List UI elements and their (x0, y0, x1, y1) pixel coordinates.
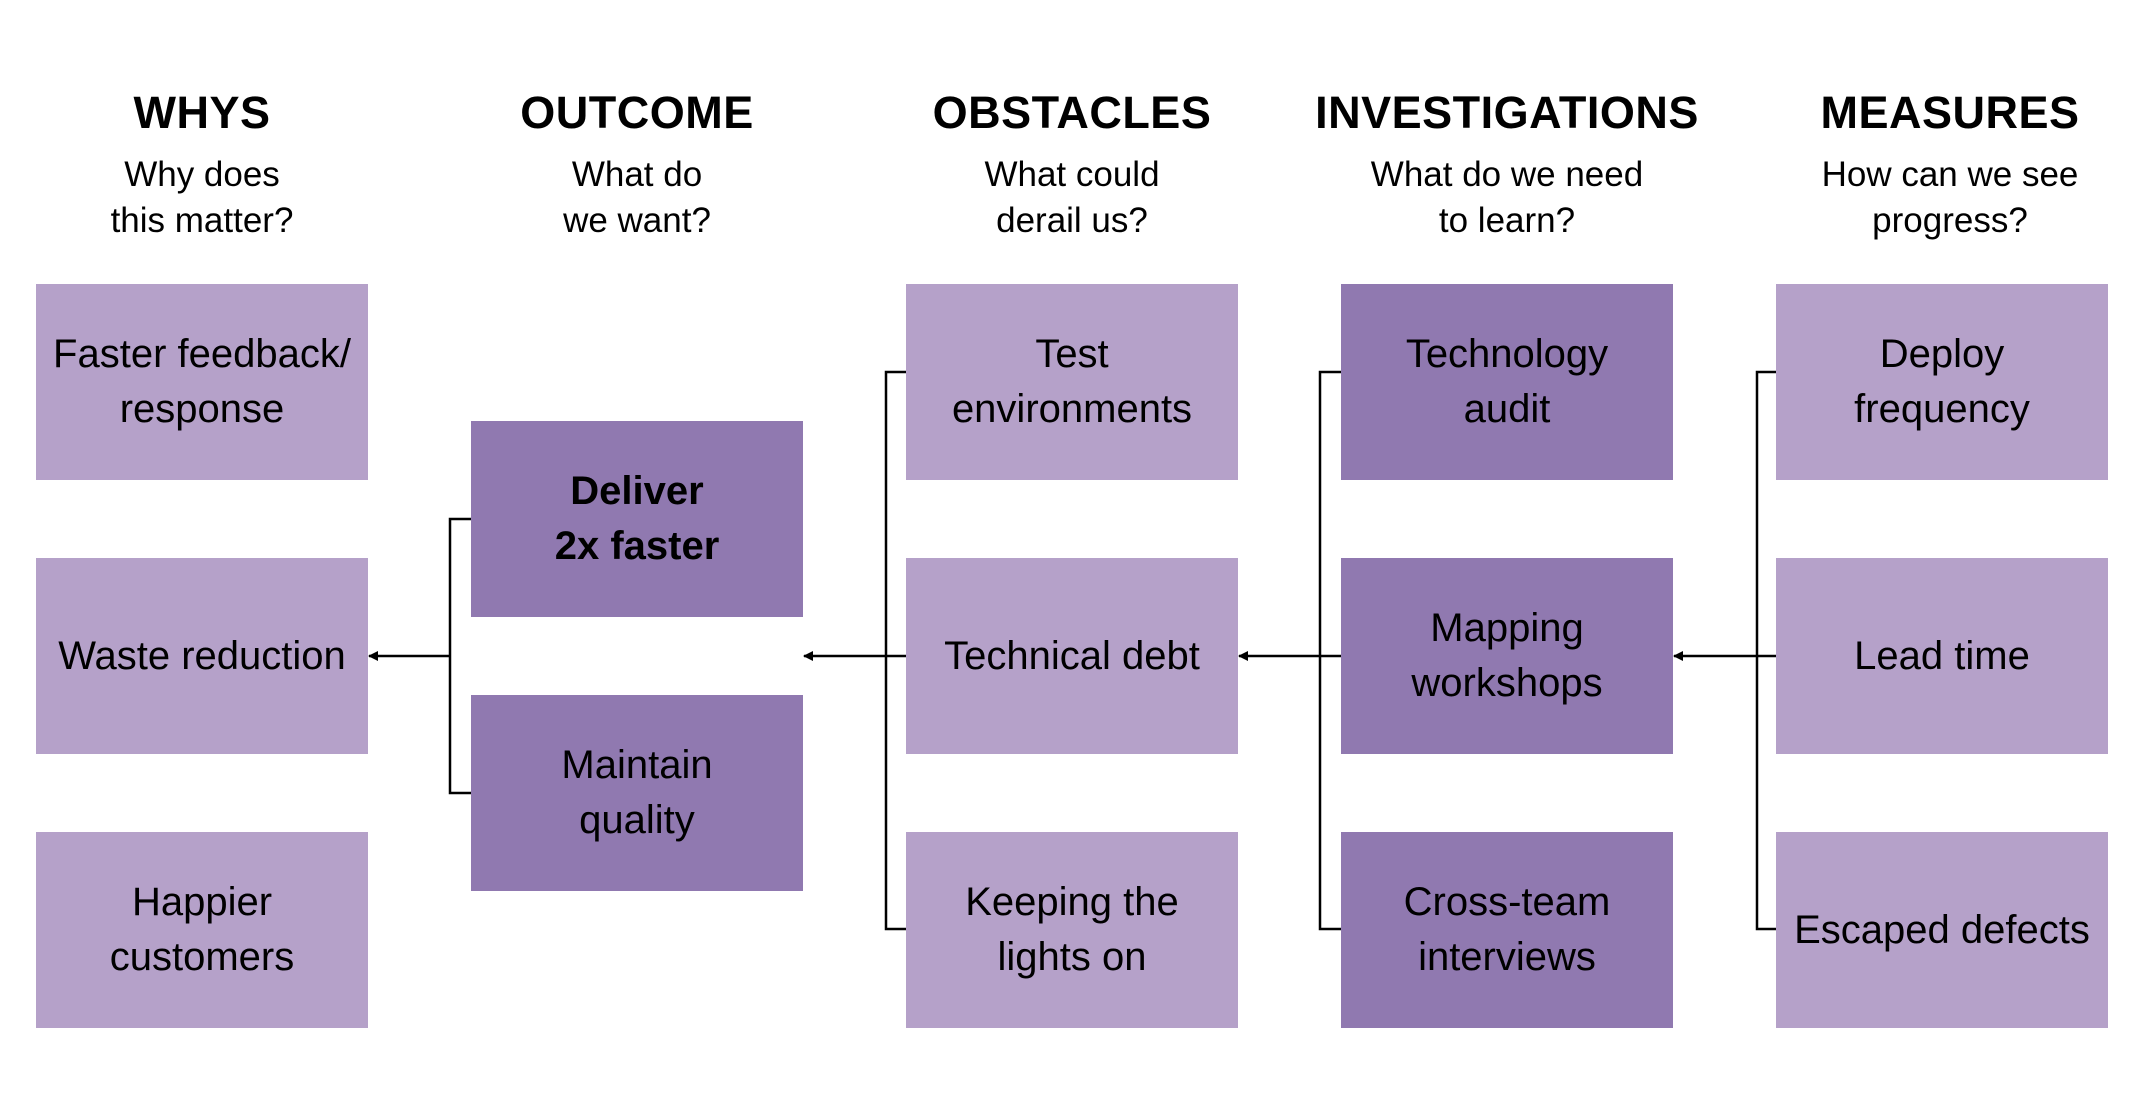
column-subtitle: How can we see progress? (1821, 155, 2079, 240)
obstacle-box-keeping-lights-on: Keeping the lights on (906, 832, 1238, 1028)
measure-box-lead-time: Lead time (1776, 558, 2108, 754)
why-box-faster-feedback: Faster feedback/ response (36, 284, 368, 480)
column-title: MEASURES (1820, 87, 2080, 138)
why-box-happier-customers: Happier customers (36, 832, 368, 1028)
column-header-outcome: OUTCOME What do we want? (377, 90, 897, 244)
why-box-waste-reduction: Waste reduction (36, 558, 368, 754)
outcome-box-deliver-faster: Deliver 2x faster (471, 421, 803, 617)
investigation-box-mapping-workshops: Mapping workshops (1341, 558, 1673, 754)
investigation-box-cross-team-interviews: Cross-team interviews (1341, 832, 1673, 1028)
bracket-obstacles (884, 370, 906, 931)
column-header-whys: WHYS Why does this matter? (0, 90, 462, 244)
bracket-measures (1755, 370, 1776, 931)
bracket-outcome (448, 517, 471, 795)
column-header-measures: MEASURES How can we see progress? (1690, 90, 2144, 244)
obstacle-box-test-environments: Test environments (906, 284, 1238, 480)
investigation-box-technology-audit: Technology audit (1341, 284, 1673, 480)
obstacle-box-technical-debt: Technical debt (906, 558, 1238, 754)
bracket-investigations (1318, 370, 1341, 931)
measure-box-escaped-defects: Escaped defects (1776, 832, 2108, 1028)
column-title: OUTCOME (520, 87, 754, 138)
column-subtitle: Why does this matter? (110, 155, 294, 240)
outcome-box-maintain-quality: Maintain quality (471, 695, 803, 891)
column-title: WHYS (133, 87, 271, 138)
column-title: INVESTIGATIONS (1315, 87, 1699, 138)
measure-box-deploy-frequency: Deploy frequency (1776, 284, 2108, 480)
column-subtitle: What do we want? (563, 155, 711, 240)
column-header-obstacles: OBSTACLES What could derail us? (812, 90, 1332, 244)
column-header-investigations: INVESTIGATIONS What do we need to learn? (1247, 90, 1767, 244)
column-subtitle: What do we need to learn? (1370, 155, 1644, 240)
column-subtitle: What could derail us? (984, 155, 1160, 240)
column-title: OBSTACLES (932, 87, 1212, 138)
